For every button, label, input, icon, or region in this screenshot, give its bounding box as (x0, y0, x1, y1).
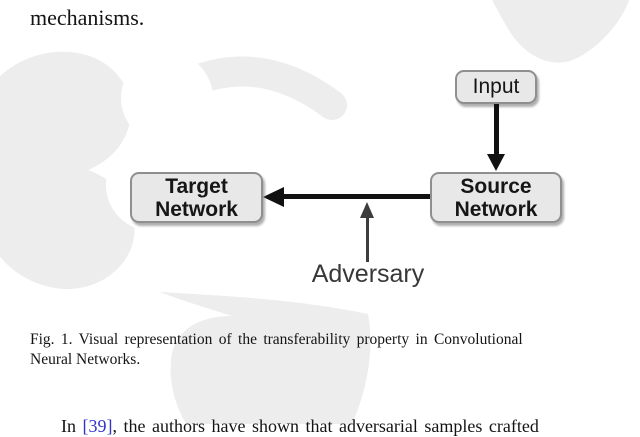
arrowhead-left-icon (263, 187, 284, 207)
paragraph-bottom-rest: , the authors have shown that adversaria… (112, 416, 539, 436)
arrow-source-to-target (284, 194, 430, 199)
citation-link-39[interactable]: [39] (82, 416, 113, 436)
node-target-label-line1: Target (165, 174, 228, 198)
paragraph-top: mechanisms. (30, 5, 145, 30)
node-target-network: Target Network (130, 172, 263, 223)
node-source-label-line2: Network (454, 197, 538, 221)
adversary-label: Adversary (311, 260, 425, 288)
figure-caption-line1: Fig. 1. Visual representation of the tra… (30, 331, 523, 348)
arrowhead-down-icon (487, 154, 505, 171)
paragraph-bottom: In [39], the authors have shown that adv… (61, 416, 539, 437)
node-target-label-line2: Network (155, 197, 238, 221)
figure-caption: Fig. 1. Visual representation of the tra… (30, 330, 523, 369)
arrow-input-to-source (494, 104, 499, 156)
node-source-network: Source Network (430, 172, 562, 223)
node-input-label: Input (472, 75, 520, 98)
paragraph-bottom-prefix: In (61, 416, 83, 436)
watermark-bottom-glyph-shape (160, 292, 371, 424)
arrowhead-up-icon (360, 202, 374, 218)
arrow-adversary (366, 217, 369, 262)
watermark-left-glyph-shape (0, 51, 135, 290)
watermark-notch-shape (121, 52, 213, 144)
watermark-top-wedge-shape (492, 0, 629, 63)
node-source-label-line1: Source (460, 174, 532, 198)
figure-caption-line2: Neural Networks. (30, 350, 141, 368)
node-input: Input (455, 70, 537, 104)
